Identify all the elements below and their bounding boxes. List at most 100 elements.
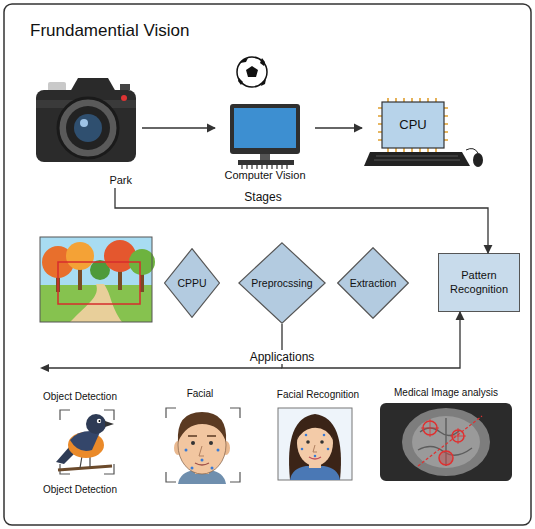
diamond-fill [165,249,220,318]
edge-label: Applications [247,350,318,364]
node-label: Park [109,174,132,187]
male-face-part [191,441,195,445]
node-text-group: Computer Vision [215,169,315,182]
node-text-group: Park [109,174,132,187]
cpu-laptop-part [466,149,478,153]
process-box: Pattern Recognition [438,253,520,312]
camera-illustration-part [120,84,130,90]
computer-node: Computer Vision [215,95,315,183]
soccer-ball [237,57,267,87]
cpu-laptop-part [364,152,470,166]
monitor-illustration-part [242,165,287,169]
soccer-ball-part [238,58,266,86]
node-label: Extraction [350,277,397,290]
male-face [166,408,240,484]
applications-line-part [40,364,49,372]
cpu-laptop-part [473,153,483,167]
applications-line [40,364,282,372]
female-face-part [289,414,341,480]
decision-diamond: Preprocssing [238,242,326,324]
cpu-laptop-part [374,156,460,160]
female-face [278,408,352,480]
camera-illustration-part [121,95,127,101]
camera-illustration-part [58,98,118,158]
male-face-part [195,463,209,465]
bird-illustration-part [97,419,101,423]
park-scene [40,237,155,322]
male-face-part [209,441,213,445]
monitor-illustration-part [234,108,296,148]
caption-label: Object Detection [43,391,117,402]
female-face-part [290,466,340,480]
monitor-illustration-part [230,104,300,154]
soccer-ball-part [246,66,258,77]
camera-illustration-part [66,106,110,150]
camera-illustration [36,78,136,162]
camera-illustration-part [80,119,88,127]
node-label: CPPU [177,277,206,290]
decision-diamond: Extraction [337,247,409,319]
cpu-laptop-part [378,98,448,152]
cpu-node: CPU [362,96,478,166]
node-text-group: CPU [382,102,444,148]
caption-label: Facial [187,388,214,399]
caption-label: Facial Recognition [277,389,359,400]
monitor-illustration-part [238,160,294,165]
node-text-group: Pattern Recognition [439,254,519,311]
female-face-part [320,440,324,444]
camera-illustration-part [36,90,136,162]
caption-label: Medical Image analysis [394,387,498,398]
camera-illustration-part [70,78,116,92]
node-text-group: CPPU [164,248,220,318]
cpu-laptop [364,98,483,167]
node-text-group: Preprocssing [238,242,326,324]
male-face-part [178,412,226,442]
bird-illustration-part [68,432,104,458]
soccer-ball-part [237,57,267,87]
park-scene-part [40,237,152,322]
connector-arrow [142,127,215,128]
diagram-title: Frundamential Vision [30,21,189,41]
node-label: CPU [399,117,426,133]
edge-label: Stages [241,190,284,204]
cpu-laptop-part [382,102,444,148]
bird-illustration [56,410,114,474]
connector-arrow [115,188,488,253]
connector-arrow [315,127,362,128]
node-label: Preprocssing [251,277,312,290]
female-face-part [306,440,310,444]
node-label: Pattern Recognition [442,269,516,295]
male-face-part [185,449,220,470]
mri-scan-part [418,418,472,466]
park-scene-part [58,262,140,304]
camera-node: Park [30,70,142,188]
monitor-illustration [230,104,300,169]
mri-scan-part [418,416,482,466]
park-scene-part [40,237,152,322]
node-label: Computer Vision [215,169,315,182]
outer-frame [4,4,531,525]
male-face-part [188,435,216,437]
caption-label: Object Detection [43,484,117,495]
mri-scan-part [421,419,466,444]
bird-illustration-part [58,466,112,470]
decision-diamond: CPPU [164,248,220,318]
park-scene-part [66,242,94,270]
female-face-part [278,408,352,480]
mri-scan-part [402,408,490,476]
diamond-fill [338,248,409,319]
male-face-part [166,408,240,482]
park-scene-part [70,284,122,322]
bird-illustration-part [99,420,101,422]
mri-scan-part [380,403,512,481]
mri-scan-part [439,451,453,465]
diamond-fill [239,243,325,323]
male-face-part [199,446,204,456]
node-text-group: Extraction [337,247,409,319]
camera-illustration-part [74,114,102,142]
female-face-part [297,418,333,440]
monitor-illustration-part [260,154,270,160]
bird-illustration-part [86,414,106,434]
bird-illustration-part [60,410,114,474]
